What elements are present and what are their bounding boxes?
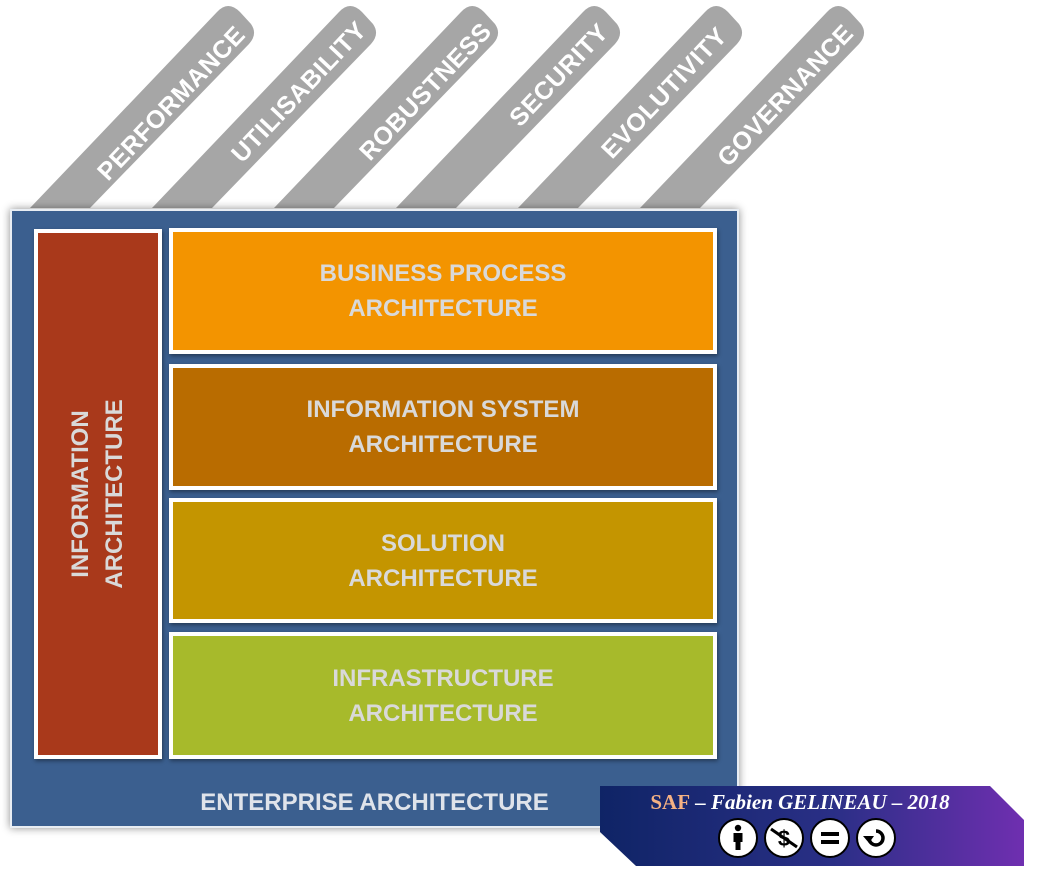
cc-by-icon (718, 818, 758, 858)
credit-author: – Fabien GELINEAU – 2018 (690, 790, 950, 814)
business-process-architecture-layer: BUSINESS PROCESS ARCHITECTURE (169, 228, 717, 354)
layer-line2: ARCHITECTURE (348, 295, 538, 322)
layer-line1: BUSINESS PROCESS (319, 260, 567, 287)
enterprise-architecture-label: ENTERPRISE ARCHITECTURE (200, 789, 549, 816)
quality-pillars: PERFORMANCE UTILISABILITY ROBUSTNESS SEC… (30, 6, 865, 208)
layer-line1: INFORMATION SYSTEM (306, 396, 580, 423)
ia-line2: ARCHITECTURE (101, 399, 128, 589)
layer-line2: ARCHITECTURE (348, 699, 538, 727)
layer-line2: ARCHITECTURE (348, 431, 538, 458)
cc-sa-icon (856, 818, 896, 858)
solution-architecture-layer: SOLUTION ARCHITECTURE (169, 498, 717, 623)
credit-text: SAF – Fabien GELINEAU – 2018 (620, 790, 980, 815)
ia-line1: INFORMATION (67, 410, 94, 578)
pillar-label: SECURITY (504, 18, 614, 132)
cc-nd-icon (810, 818, 850, 858)
credit-brand: SAF (650, 790, 691, 814)
layer-line2: ARCHITECTURE (348, 564, 538, 592)
license-icons: $ (718, 818, 896, 862)
information-system-architecture-layer: INFORMATION SYSTEM ARCHITECTURE (169, 364, 717, 490)
credit-banner (600, 786, 1024, 866)
cc-nc-icon: $ (764, 818, 804, 858)
information-architecture-block: INFORMATION ARCHITECTURE (34, 229, 162, 759)
layer-line1: SOLUTION (380, 529, 505, 557)
information-architecture-label: INFORMATION ARCHITECTURE (64, 284, 132, 704)
infrastructure-architecture-layer: INFRASTRUCTURE ARCHITECTURE (169, 632, 717, 759)
layer-line1: INFRASTRUCTURE (332, 664, 554, 692)
